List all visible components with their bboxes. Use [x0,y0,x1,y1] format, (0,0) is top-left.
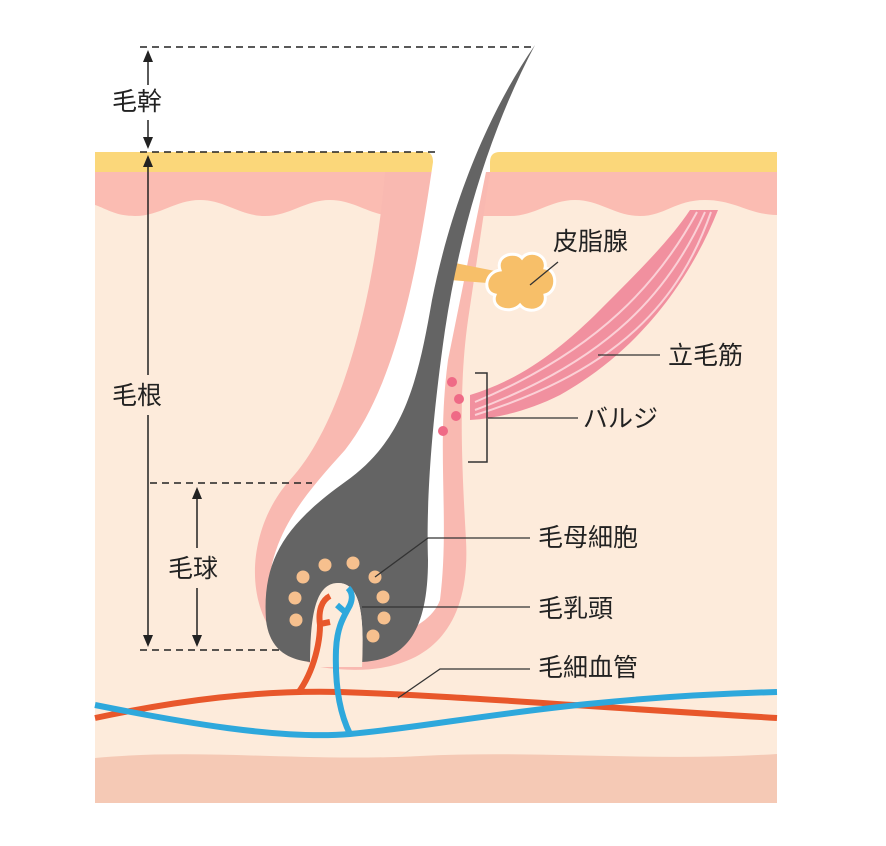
bulge-dot [438,426,448,436]
label-sebaceous-gland: 皮脂腺 [553,227,628,256]
arrector-pili-muscle [470,210,718,420]
label-matrix-cells: 毛母細胞 [538,523,638,552]
bulge-dot [454,394,464,404]
label-hair-bulb: 毛球 [168,554,218,583]
label-hair-root: 毛根 [112,381,162,410]
stratum-corneum-left [95,152,433,172]
label-hair-shaft: 毛幹 [112,87,162,116]
bulge-bracket [468,372,488,463]
subcutis-layer [95,754,777,803]
hair [265,45,535,662]
artery-branch [295,593,332,695]
label-bulge: バルジ [583,404,658,433]
bulge-dot [451,411,461,421]
leader-lines [362,261,660,699]
vein [94,689,778,739]
vein-branch [332,585,355,736]
stratum-corneum-right [490,152,777,172]
label-capillaries: 毛細血管 [538,653,638,682]
matrix-cells [288,556,391,643]
dimension-lines [140,46,535,651]
bulge-dot [447,377,457,387]
sebaceous-gland [485,251,557,312]
label-dermal-papilla: 毛乳頭 [538,594,613,623]
arrowheads [143,50,202,647]
label-arrector-pili: 立毛筋 [668,341,743,370]
artery [94,688,778,721]
